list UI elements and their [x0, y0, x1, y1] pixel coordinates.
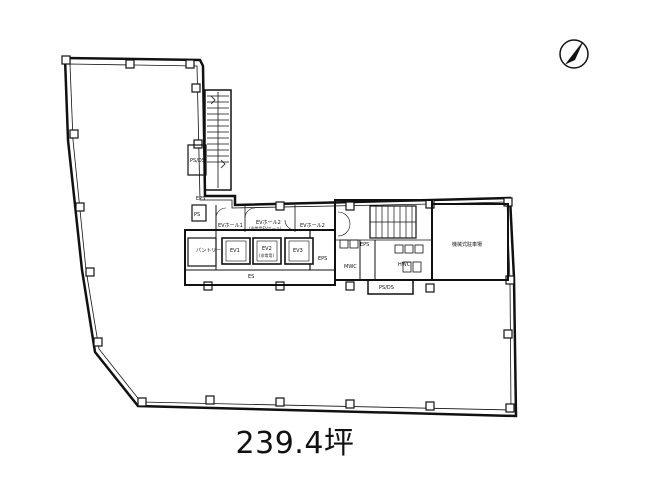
building-outline — [63, 56, 518, 418]
label-ev2-note: (非常用) — [259, 252, 275, 258]
staircase-left — [204, 89, 232, 191]
elevators — [221, 237, 314, 265]
north-arrow-icon — [559, 39, 589, 69]
label-machine-parking: 機械式駐車場 — [452, 241, 482, 248]
label-ps-ds-left: PS/DS — [190, 158, 205, 164]
label-mwc: MWC — [344, 264, 357, 270]
label-ev-hall-2-note: (非常用EVホール) — [249, 225, 282, 231]
floor-area-label: 239.4坪 — [235, 426, 355, 461]
label-ev-hall-2b: EVホール2 — [300, 223, 325, 229]
staircase-right — [369, 205, 417, 239]
label-ps: PS — [194, 212, 200, 218]
label-pantry: パントリー — [196, 248, 221, 254]
label-eps-1: EPS — [196, 196, 205, 202]
label-ev-hall-2: EVホール2 — [256, 220, 281, 226]
door-swings — [215, 207, 351, 237]
label-ev3: EV3 — [293, 248, 303, 254]
columns — [61, 55, 515, 413]
machine-parking-area — [431, 203, 509, 281]
label-ps-ds-bottom: PS/DS — [379, 285, 394, 291]
label-ev2: EV2 — [262, 246, 272, 252]
label-hwc: HWC — [398, 262, 411, 268]
core-right — [334, 199, 433, 295]
label-ev-hall-1: EVホール1 — [218, 223, 243, 229]
building-outline-inner — [69, 63, 512, 411]
label-es: ES — [248, 274, 254, 280]
label-eps-3: EPS — [360, 242, 369, 248]
label-eps-2: EPS — [318, 256, 327, 262]
label-ev1: EV1 — [230, 248, 240, 254]
